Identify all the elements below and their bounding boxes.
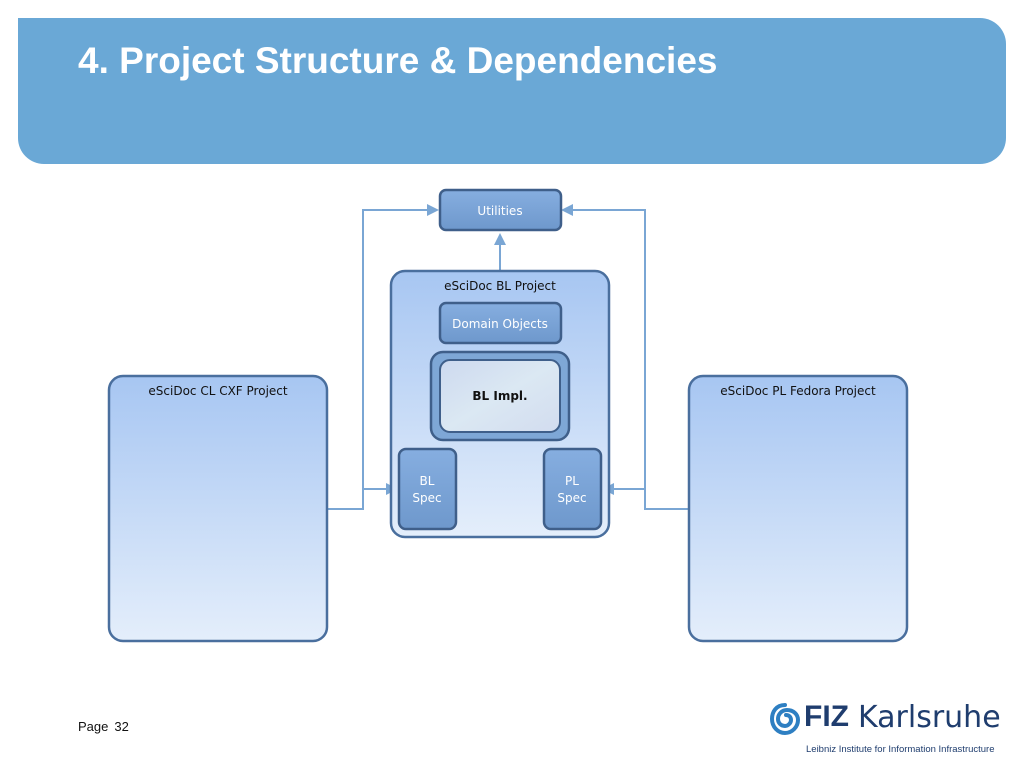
pl-spec-label-line1: PL [565, 474, 579, 488]
fiz-logo: FIZ Karlsruhe Leibniz Institute for Info… [770, 700, 1001, 760]
bl-spec-box [397, 447, 458, 531]
pl-spec-box [542, 447, 603, 531]
cl-project-label: eSciDoc CL CXF Project [148, 384, 287, 398]
utilities-box [438, 188, 563, 232]
logo-city-text: Karlsruhe [858, 700, 1001, 735]
bl-impl-label: BL Impl. [472, 389, 527, 403]
slide-title: 4. Project Structure & Dependencies [78, 40, 718, 81]
logo-fiz-text: FIZ [804, 700, 849, 733]
arrow-cl-to-utilities [328, 204, 439, 510]
domain-objects-label: Domain Objects [452, 317, 548, 331]
bl-project-label: eSciDoc BL Project [444, 279, 556, 293]
cl-project-box [107, 374, 329, 643]
pl-spec-label-line2: Spec [557, 491, 586, 505]
pl-project-label: eSciDoc PL Fedora Project [720, 384, 876, 398]
arrow-pl-to-utilities [561, 204, 688, 510]
title-banner [18, 18, 1006, 164]
page-number: 32 [114, 719, 129, 734]
page-label: Page [78, 719, 109, 734]
utilities-label: Utilities [477, 204, 522, 218]
page-footer: Page 32 [78, 719, 135, 734]
fiz-spiral-icon [770, 703, 800, 736]
bl-impl-inner-box [439, 359, 561, 433]
bl-spec-label-line2: Spec [412, 491, 441, 505]
pl-project-box [687, 374, 909, 643]
bl-spec-label-line1: BL [420, 474, 435, 488]
logo-tagline: Leibniz Institute for Information Infras… [806, 744, 995, 755]
domain-objects-box [438, 301, 563, 345]
